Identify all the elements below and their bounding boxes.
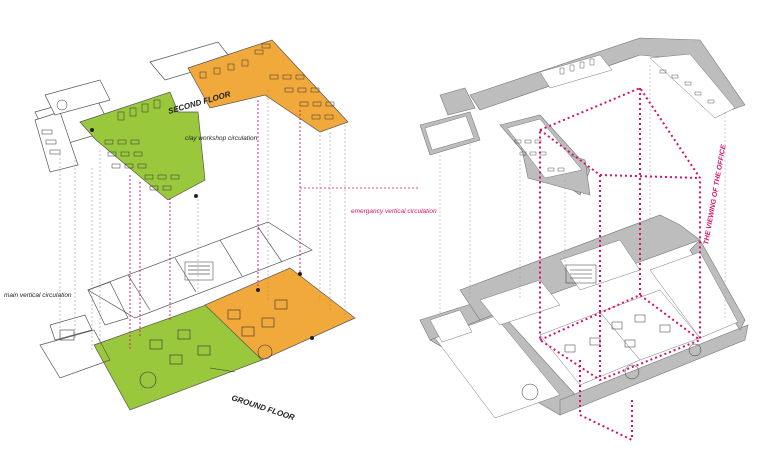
label-emergency: emergancy vertical circulation <box>351 208 437 215</box>
viewing-box <box>539 86 701 441</box>
middle-floor-plan <box>87 221 313 326</box>
label-viewing-office: THE VIEWING OF THE OFFICE <box>703 144 728 245</box>
ground-floor-columns <box>90 128 314 340</box>
second-floor-furniture <box>41 43 335 191</box>
label-main-vertical: main vertical circulation <box>4 292 72 299</box>
ground-floor-furniture <box>139 299 288 389</box>
right-projection-lines <box>439 65 726 320</box>
label-clay-workshop: clay workshop circulation <box>185 135 258 142</box>
projection-lines <box>59 90 346 350</box>
circulation-lines <box>129 100 301 350</box>
right-axonometric: THE VIEWING OF THE OFFICE <box>419 37 749 441</box>
ground-floor-rooms <box>429 239 739 419</box>
ground-floor-orange-zone <box>204 267 356 361</box>
second-floor-green-zone <box>79 91 206 201</box>
label-ground-floor: GROUND FLOOR <box>230 393 296 422</box>
ground-floor-detail <box>521 264 702 401</box>
upper-floor-furniture <box>514 58 715 172</box>
second-floor-orange-zone <box>187 39 349 133</box>
left-axonometric: SECOND FLOOR clay workshop circulation e… <box>4 39 437 422</box>
